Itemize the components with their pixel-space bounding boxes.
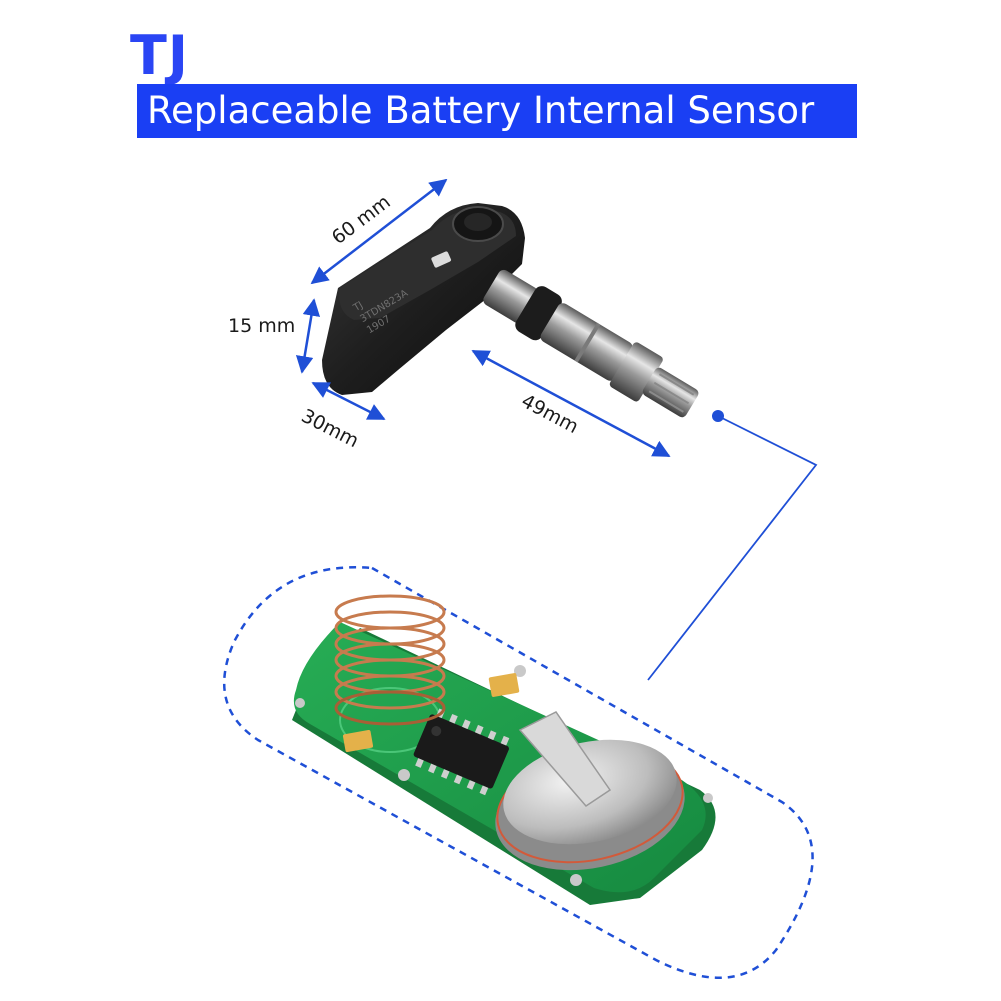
arrow-length [310,178,448,285]
capacitor-2 [488,673,520,697]
pcb-hole [514,665,526,677]
title-banner: Replaceable Battery Internal Sensor [137,84,857,138]
antenna-coil [334,594,446,726]
valve-stem [483,269,699,418]
arrow-width [311,381,386,421]
dimension-valve-label: 49mm [518,390,582,438]
dimension-length-label: 60 mm [328,191,395,249]
callout-connector [647,410,818,681]
callout-frame [222,566,814,979]
battery-clip [518,711,612,807]
arrow-height [295,298,321,374]
sensor-marking-1: TJ [351,300,365,315]
coin-battery [495,711,685,871]
capacitor-1 [342,730,374,752]
dimension-width-label: 30mm [298,405,363,452]
circuit-board [292,622,716,905]
brand-logo-text: TJ [130,24,189,87]
arrow-valve [471,349,671,458]
dimension-height-label: 15 mm [228,315,295,337]
